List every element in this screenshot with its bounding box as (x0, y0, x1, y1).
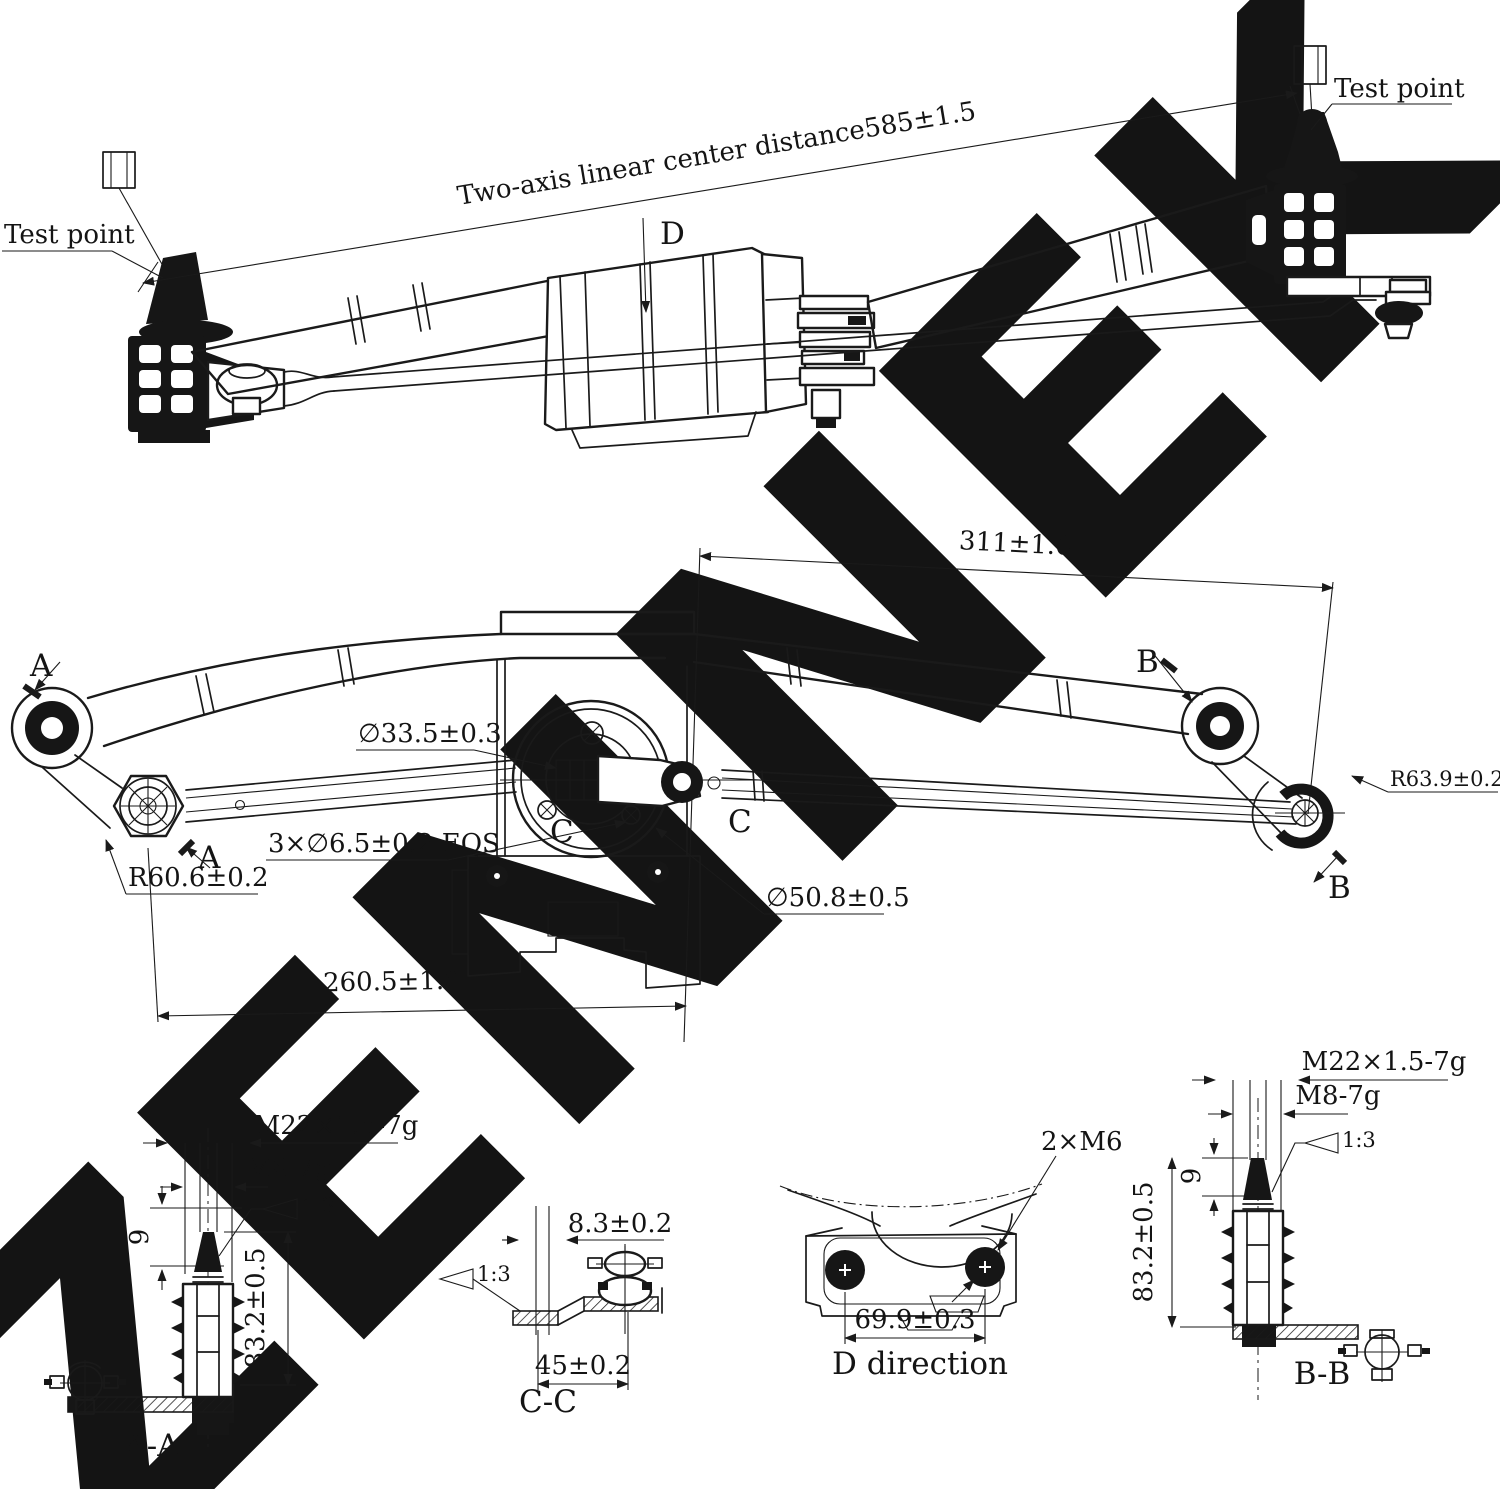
cc-length-text: 45±0.2 (535, 1351, 631, 1381)
dim-311-text: 311±1.0 (958, 526, 1072, 562)
d-hole-right (965, 1247, 1005, 1287)
aa-taper-text: 1:3 (301, 1194, 335, 1218)
left-rod (185, 759, 517, 823)
mount-hole-top (580, 721, 604, 745)
marker-a-top-text: A (29, 648, 53, 684)
section-marker-b-top: B (1136, 644, 1193, 703)
d-direction-marker: D (660, 216, 685, 252)
aa-thread-major-text: M22×1.5-7g (254, 1111, 419, 1141)
lower-bracket (451, 855, 701, 989)
section-marker-c-left: C (550, 814, 574, 850)
cc-offset-text: 8.3±0.2 (568, 1209, 672, 1239)
section-marker-a-top: A (22, 648, 61, 700)
cc-lever (512, 1246, 663, 1326)
marker-b-bottom-text: B (1328, 870, 1351, 906)
bb-base-plate (1232, 1324, 1430, 1382)
left-pivot-assembly (102, 151, 286, 443)
view-d-title: D direction (832, 1346, 1008, 1382)
aa-height-text: 83.2±0.5 (241, 1247, 271, 1368)
dim-dia508-text: ∅50.8±0.5 (766, 883, 910, 913)
section-aa-title: A-A (123, 1428, 180, 1464)
dim-r606: R60.6±0.2 (105, 839, 269, 895)
hex-joint (112, 774, 185, 838)
bb-height-text: 83.2±0.5 (1129, 1181, 1159, 1302)
center-crank (596, 754, 721, 808)
bb-taper-length-text: 9 (1177, 1168, 1207, 1185)
plan-right-tube (692, 632, 1204, 736)
aa-pivot-shaft (171, 1232, 245, 1435)
section-marker-a-bottom: A (177, 838, 221, 876)
mount-hole-left (537, 800, 557, 820)
d-spacing-text: 69.9±0.3 (854, 1305, 975, 1335)
section-aa-view: M22×1.5-7g M8-7g 1:3 9 83.2±0.5 (44, 1111, 418, 1464)
dim-dia335: ∅33.5±0.3 (356, 719, 557, 771)
section-bb-title: B-B (1294, 1356, 1351, 1392)
marker-a-bottom-text: A (197, 840, 221, 876)
dim-dia508: ∅50.8±0.5 (655, 827, 910, 915)
dim-r639: R63.9±0.2 (1351, 767, 1500, 793)
right-crank (1180, 686, 1345, 851)
aa-thread-minor-text: M8-7g (245, 1154, 330, 1184)
view-d: 2×M6 69.9±0.3 D direction (779, 1127, 1123, 1382)
dim-holes-eqs-text: 3×∅6.5±0.2 EQS (268, 829, 500, 859)
section-cc-view: 8.3±0.2 1:3 45±0.2 C-C (438, 1206, 672, 1420)
mount-hole-right (621, 805, 641, 825)
marker-b-top-text: B (1136, 644, 1159, 680)
d-hole-left (825, 1250, 865, 1290)
right-rod (721, 769, 1297, 825)
aa-taper-length-text: 9 (125, 1229, 155, 1246)
bb-taper-text: 1:3 (1342, 1128, 1376, 1152)
motor-bracket (543, 246, 876, 449)
section-cc-title: C-C (519, 1384, 577, 1420)
aa-base-plate (44, 1360, 234, 1415)
test-point-right-text: Test point (1334, 74, 1465, 104)
dim-dia335-text: ∅33.5±0.3 (358, 719, 502, 749)
plan-left-tube (86, 610, 696, 748)
test-point-left-text: Test point (4, 220, 135, 250)
dim-r606-text: R60.6±0.2 (128, 863, 269, 893)
section-marker-b-bottom: B (1313, 849, 1351, 906)
axis-distance-text: Two-axis linear center distance585±1.5 (455, 96, 978, 211)
section-bb-view: M22×1.5-7g M8-7g 1:3 9 83.2±0.5 (1129, 1047, 1466, 1400)
test-point-right-label: Test point (1310, 74, 1465, 131)
dim-r639-text: R63.9±0.2 (1390, 767, 1500, 791)
section-marker-c-right: C (728, 804, 752, 840)
left-ball-joint (146, 252, 208, 324)
bb-thread-minor-text: M8-7g (1295, 1081, 1380, 1111)
test-point-left-label: Test point (2, 220, 164, 279)
cc-taper-text: 1:3 (477, 1262, 511, 1286)
plan-view: 311±1.0 (10, 526, 1500, 1043)
bb-thread-major-text: M22×1.5-7g (1302, 1047, 1467, 1077)
d-holes-text: 2×M6 (1041, 1127, 1123, 1157)
dim-2605-text: 260.5±1.0 (323, 966, 461, 999)
left-crank (10, 686, 123, 829)
dim-holes-eqs: 3×∅6.5±0.2 EQS (266, 819, 627, 861)
bb-pivot-shaft (1221, 1158, 1295, 1347)
right-pivot-assembly (1246, 45, 1432, 340)
